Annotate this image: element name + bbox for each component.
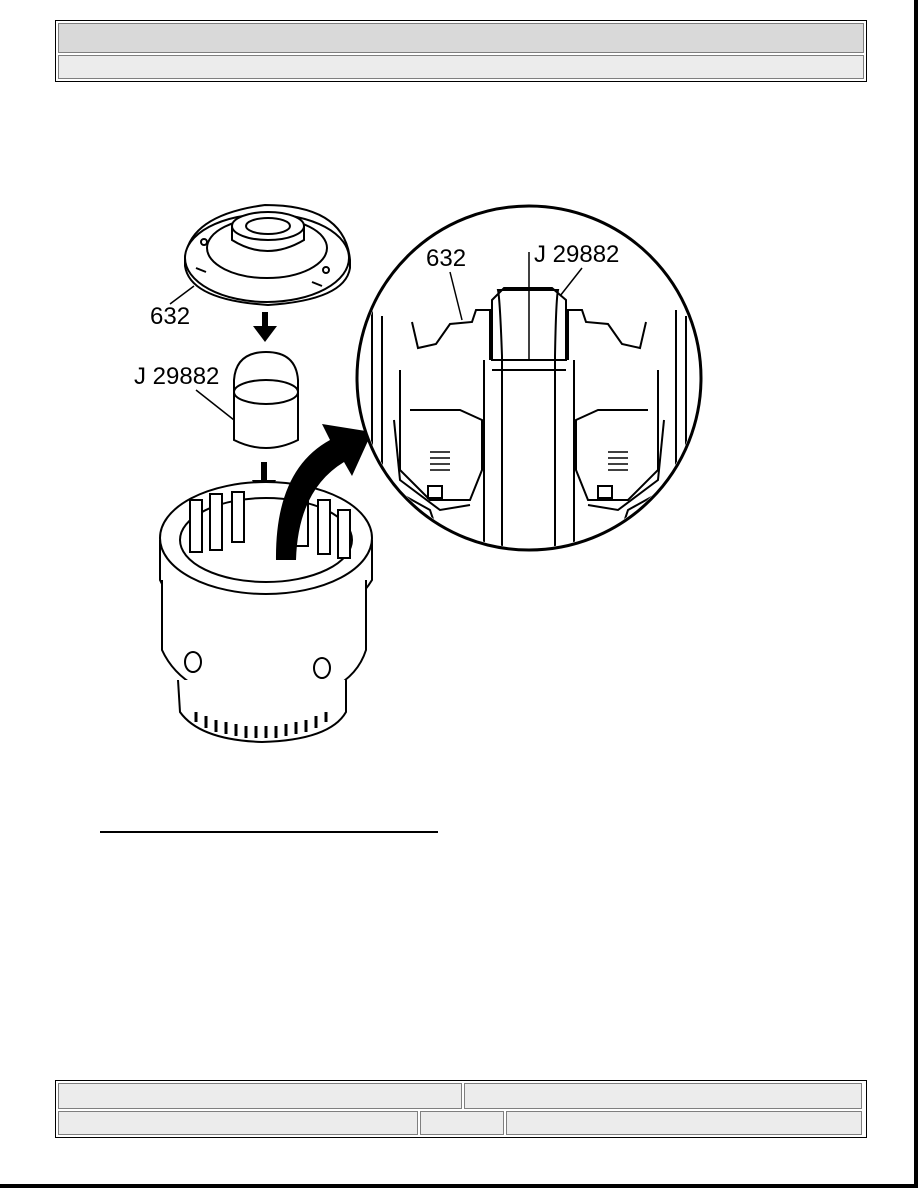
curved-arrow-icon [275, 424, 372, 560]
page-footer [55, 1080, 867, 1138]
label-632-exploded: 632 [150, 303, 190, 330]
footer-cell-3 [58, 1111, 418, 1135]
piston-part [184, 203, 351, 307]
footer-cell-1 [58, 1083, 462, 1109]
label-j29882-exploded: J 29882 [134, 363, 219, 390]
footer-cell-2 [464, 1083, 862, 1109]
header-subtitle-bar [58, 55, 864, 79]
page-header [55, 20, 867, 82]
label-j29882-detail: J 29882 [534, 241, 619, 268]
footer-cell-5 [506, 1111, 862, 1135]
section-rule [100, 831, 438, 833]
label-632-detail: 632 [426, 245, 466, 272]
down-arrow-icon [253, 312, 277, 342]
header-title-bar [58, 23, 864, 53]
tool-j29882 [233, 350, 299, 449]
footer-cell-4 [420, 1111, 504, 1135]
detail-view [355, 204, 703, 552]
clutch-housing [159, 481, 373, 744]
